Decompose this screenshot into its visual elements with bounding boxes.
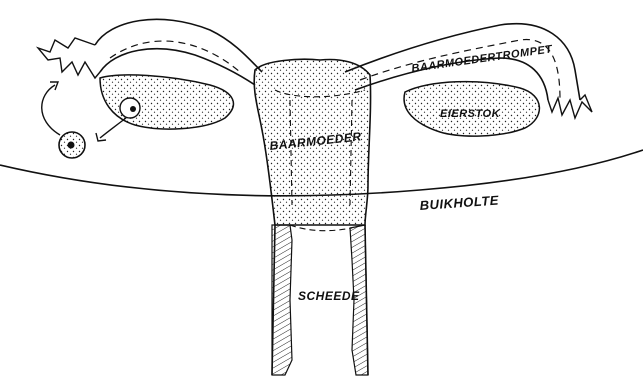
vagina-inner-dashes	[290, 225, 352, 231]
fallopian-tube-left	[95, 19, 262, 72]
ovary-left	[100, 75, 233, 129]
vagina-wall-left	[272, 225, 292, 375]
fimbriae-left	[38, 38, 100, 78]
label-abdominal-cavity: BUIKHOLTE	[419, 192, 499, 213]
follicle-nucleus	[130, 106, 136, 112]
label-ovary: EIERSTOK	[440, 108, 501, 120]
egg-nucleus	[68, 142, 75, 149]
arrow-follicle-to-egg	[100, 118, 126, 138]
fimbriae-right	[548, 95, 592, 118]
follicle-circle	[120, 98, 140, 118]
arrow-egg-to-tube	[42, 85, 60, 135]
label-vagina: SCHEEDE	[298, 289, 360, 303]
